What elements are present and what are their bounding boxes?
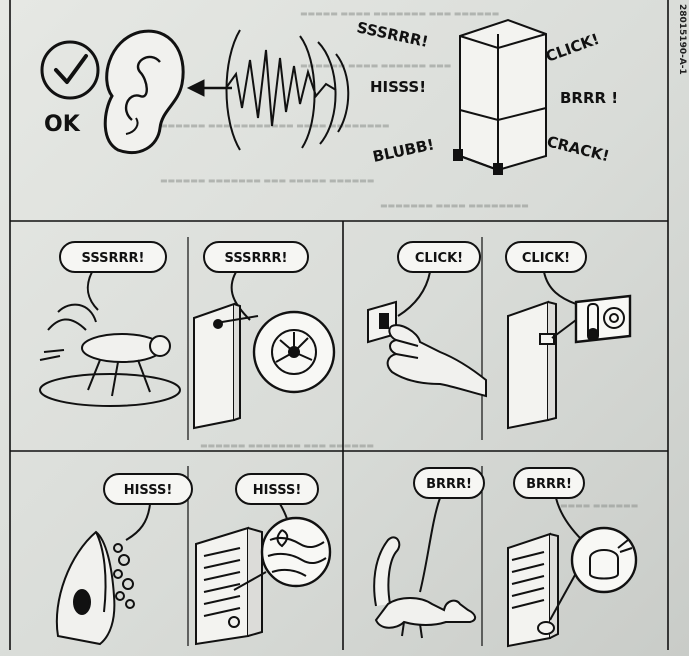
- speech-bubble-coil: HISSS!: [235, 473, 319, 537]
- sound-word: CRACK!: [545, 132, 611, 165]
- speech-bubble-switch: CLICK!: [397, 241, 481, 317]
- speech-bubble-fly: SSSRRR!: [59, 241, 167, 311]
- panel-grid: [9, 0, 669, 650]
- bleed-through-text: ▬▬▬▬▬▬ ▬▬▬▬▬▬▬ ▬▬▬ ▬▬▬▬▬ ▬▬▬▬▬▬: [160, 176, 375, 185]
- steam-iron-icon: [55, 530, 135, 646]
- speech-bubble-cat: BRRR!: [413, 467, 485, 593]
- svg-text:BRRR!: BRRR!: [426, 477, 472, 492]
- sound-word: CLICK!: [543, 30, 601, 66]
- ok-label: OK: [44, 112, 80, 137]
- bleed-through-text: ▬▬▬▬▬▬ ▬▬▬▬ ▬▬▬▬▬▬ ▬▬▬: [300, 61, 452, 70]
- bleed-through-text: ▬▬▬▬▬▬▬ ▬▬▬▬ ▬▬▬▬▬▬▬▬: [380, 201, 529, 210]
- fridge-compressor-icon: [507, 526, 638, 648]
- hand-icon: [386, 324, 487, 398]
- check-icon: [40, 40, 100, 100]
- fridge-fan-icon: [193, 302, 336, 430]
- fridge-icon: [453, 18, 547, 175]
- bleed-through-text: ▬▬▬▬▬▬ ▬▬▬ ▬▬▬▬▬▬▬▬ ▬▬▬▬ ▬▬▬▬▬▬▬▬: [160, 121, 390, 130]
- arrow-icon: [186, 79, 232, 97]
- speech-bubble-iron: HISSS!: [103, 473, 193, 541]
- fly-icon: [39, 303, 181, 407]
- svg-text:CLICK!: CLICK!: [522, 251, 570, 266]
- bleed-through-text: ▬▬▬▬▬▬ ▬▬▬▬▬▬▬ ▬▬▬ ▬▬▬▬▬▬: [200, 441, 374, 450]
- svg-text:SSSRRR!: SSSRRR!: [82, 251, 145, 266]
- svg-text:HISSS!: HISSS!: [124, 483, 173, 498]
- bleed-through-text: ▬▬▬▬▬ ▬▬▬▬ ▬▬▬▬▬▬▬ ▬▬▬ ▬▬▬▬▬▬: [300, 9, 500, 18]
- speech-bubble-compressor: BRRR!: [513, 467, 585, 541]
- fridge-coil-icon: [195, 516, 332, 646]
- sound-wave-icon: [225, 29, 350, 151]
- svg-text:HISSS!: HISSS!: [253, 483, 302, 498]
- speech-bubble-fan: SSSRRR!: [203, 241, 309, 321]
- svg-text:SSSRRR!: SSSRRR!: [225, 251, 288, 266]
- document-id: 28015190-A-1: [677, 4, 687, 75]
- svg-text:BRRR!: BRRR!: [526, 477, 572, 492]
- bleed-through-text: ▬▬▬▬ ▬▬▬▬▬▬: [560, 501, 639, 510]
- fridge-thermostat-icon: [507, 294, 632, 430]
- ear-icon: [103, 29, 185, 154]
- sound-word: BLUBB!: [371, 135, 436, 166]
- sound-word: HISSS!: [370, 78, 426, 96]
- svg-text:CLICK!: CLICK!: [415, 251, 463, 266]
- speech-bubble-thermostat: CLICK!: [505, 241, 587, 305]
- sound-word: SSSRRR!: [355, 18, 430, 51]
- sound-word: BRRR !: [560, 89, 618, 107]
- cat-icon: [373, 536, 476, 639]
